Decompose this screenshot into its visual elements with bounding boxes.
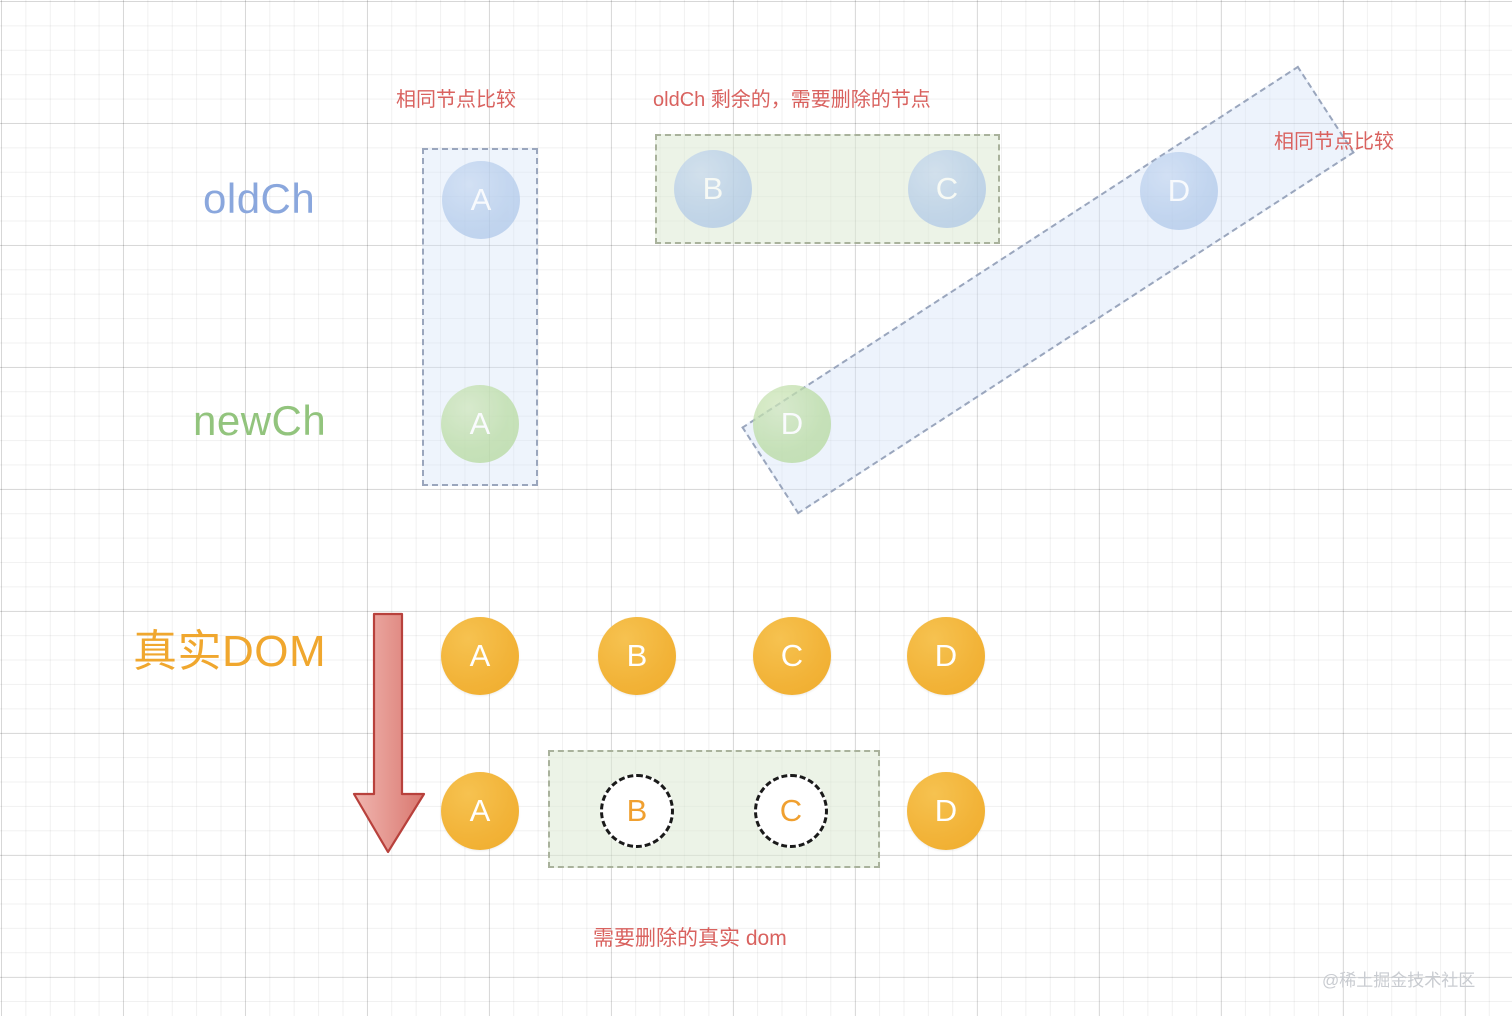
- caption-oldch-remaining: oldCh 剩余的，需要删除的节点: [653, 89, 931, 111]
- node-letter: B: [626, 638, 648, 673]
- oldch-node-c: C: [908, 150, 986, 228]
- node-letter: A: [469, 406, 491, 441]
- down-arrow-icon: [352, 612, 426, 854]
- row-label-real-dom: 真实DOM: [133, 627, 327, 676]
- newch-node-a: A: [441, 385, 519, 463]
- down-arrow: [352, 612, 432, 856]
- real-dom-before-node-d: D: [907, 617, 985, 695]
- node-letter: D: [934, 638, 958, 673]
- real-dom-after-node-c-removed: C: [754, 774, 828, 848]
- node-letter: B: [626, 793, 648, 828]
- real-dom-before-node-b: B: [598, 617, 676, 695]
- highlight-region-dom-to-delete: [548, 750, 880, 868]
- row-label-newch: newCh: [193, 397, 327, 444]
- node-letter: A: [469, 793, 491, 828]
- watermark: @稀土掘金技术社区: [1322, 971, 1476, 990]
- oldch-node-b: B: [674, 150, 752, 228]
- oldch-node-a: A: [442, 161, 520, 239]
- node-letter: D: [780, 406, 804, 441]
- oldch-node-d: D: [1140, 152, 1218, 230]
- node-letter: C: [935, 171, 959, 206]
- caption-same-node-right: 相同节点比较: [1274, 131, 1394, 153]
- real-dom-before-node-c: C: [753, 617, 831, 695]
- node-letter: D: [934, 793, 958, 828]
- node-letter: C: [779, 793, 803, 828]
- node-letter: C: [780, 638, 804, 673]
- row-label-oldch: oldCh: [203, 175, 316, 222]
- node-letter: A: [469, 638, 491, 673]
- node-letter: A: [470, 182, 492, 217]
- real-dom-after-node-d: D: [907, 772, 985, 850]
- caption-dom-to-delete: 需要删除的真实 dom: [593, 927, 787, 950]
- node-letter: D: [1167, 173, 1191, 208]
- node-letter: B: [702, 171, 724, 206]
- newch-node-d: D: [753, 385, 831, 463]
- real-dom-before-node-a: A: [441, 617, 519, 695]
- highlight-region-same-node-d: [741, 65, 1355, 515]
- real-dom-after-node-a: A: [441, 772, 519, 850]
- caption-same-node-left: 相同节点比较: [396, 89, 516, 111]
- real-dom-after-node-b-removed: B: [600, 774, 674, 848]
